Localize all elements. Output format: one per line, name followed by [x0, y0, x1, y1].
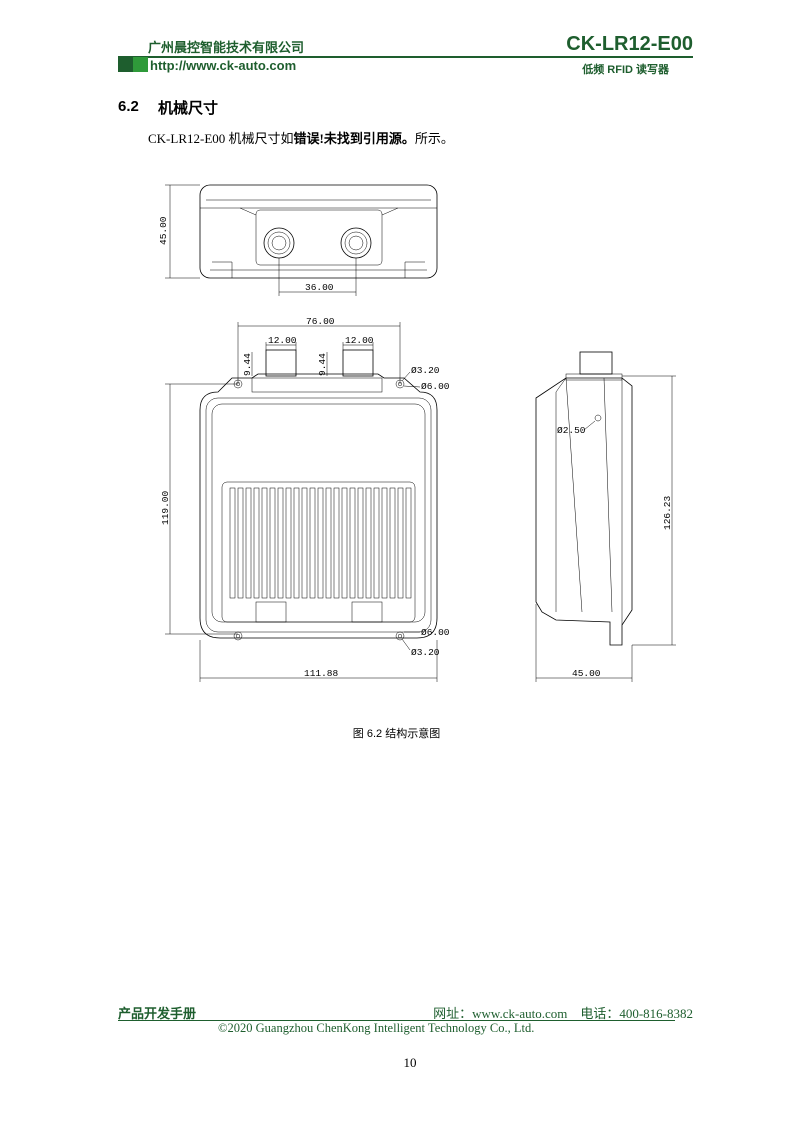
header-block-dark — [118, 57, 133, 72]
heatsink-rib — [261, 487, 268, 599]
dim-conn-height-1: 9.44 — [242, 353, 253, 376]
side-hole-icon — [594, 414, 602, 422]
heatsink-rib — [317, 487, 324, 599]
footer-contact: 网址：www.ck-auto.com 电话：400-816-8382 — [433, 1006, 693, 1021]
para-prefix: CK-LR12-E00 机械尺寸如 — [148, 131, 294, 146]
dim-front-hole-span: 76.00 — [306, 316, 335, 327]
heatsink-rib — [277, 487, 284, 599]
heatsink-rib — [405, 487, 412, 599]
side-view: Ø2.50 126.23 45.00 — [535, 351, 676, 682]
heatsink-rib — [349, 487, 356, 599]
company-name: 广州晨控智能技术有限公司 — [148, 40, 305, 55]
heatsink-rib — [389, 487, 396, 599]
product-type: 低频 RFID 读写器 — [582, 64, 669, 76]
header-url[interactable]: http://www.ck-auto.com — [150, 58, 297, 73]
heatsink-rib — [293, 487, 300, 599]
top-view: 45.00 36.00 — [158, 184, 438, 296]
heatsink-rib — [237, 487, 244, 599]
heatsink-rib — [285, 487, 292, 599]
heatsink-rib — [365, 487, 372, 599]
connector-2-icon — [340, 227, 372, 259]
footer-manual-title: 产品开发手册 — [118, 1006, 197, 1021]
dim-hole-small-top: Ø3.20 — [411, 365, 440, 376]
dim-conn-height-2: 9.44 — [317, 353, 328, 376]
dim-top-height: 45.00 — [158, 216, 169, 245]
dim-front-width: 111.88 — [304, 668, 339, 679]
heatsink-rib — [229, 487, 236, 599]
section-number: 6.2 — [118, 98, 139, 115]
reference-error: 错误!未找到引用源。 — [293, 131, 415, 146]
dim-front-height: 119.00 — [160, 490, 171, 525]
dim-hole-large-top: Ø6.00 — [421, 381, 450, 392]
dim-conn-width-2: 12.00 — [345, 335, 374, 346]
header-block-light — [133, 57, 148, 72]
heatsink-rib — [357, 487, 364, 599]
dim-side-height: 126.23 — [662, 495, 673, 530]
dim-conn-width-1: 12.00 — [268, 335, 297, 346]
header-rule — [118, 56, 693, 58]
connector-side — [579, 351, 613, 375]
dim-side-width: 45.00 — [572, 668, 601, 679]
heatsink-rib — [397, 487, 404, 599]
dim-side-hole: Ø2.50 — [557, 425, 586, 436]
page-number: 10 — [403, 1055, 417, 1070]
connector-1-front — [265, 349, 297, 377]
heatsink-rib — [245, 487, 252, 599]
heatsink-rib — [333, 487, 340, 599]
dim-hole-small-bottom: Ø3.20 — [411, 647, 440, 658]
connector-1-icon — [263, 227, 295, 259]
heatsink-rib — [301, 487, 308, 599]
heatsink-rib — [381, 487, 388, 599]
heatsink-rib — [325, 487, 332, 599]
dim-hole-large-bottom: Ø6.00 — [421, 627, 450, 638]
dim-top-conn-spacing: 36.00 — [305, 282, 334, 293]
heatsink-rib — [309, 487, 316, 599]
section-title: 机械尺寸 — [158, 100, 219, 117]
model-title: CK-LR12-E00 — [566, 33, 693, 55]
connector-2-front — [342, 349, 374, 377]
figure-caption: 图 6.2 结构示意图 — [352, 728, 441, 740]
para-suffix: 所示。 — [414, 131, 454, 146]
heatsink-rib — [341, 487, 348, 599]
section-paragraph: CK-LR12-E00 机械尺寸如错误!未找到引用源。所示。 — [148, 128, 454, 147]
footer-rule — [118, 1020, 675, 1021]
heatsink-rib — [373, 487, 380, 599]
heatsink-rib — [253, 487, 260, 599]
footer-copyright: ©2020 Guangzhou ChenKong Intelligent Tec… — [218, 1021, 535, 1035]
front-view: 76.00 12.00 12.00 9.44 9.44 Ø3.20 Ø6.00 … — [160, 316, 450, 682]
heatsink-rib — [269, 487, 276, 599]
